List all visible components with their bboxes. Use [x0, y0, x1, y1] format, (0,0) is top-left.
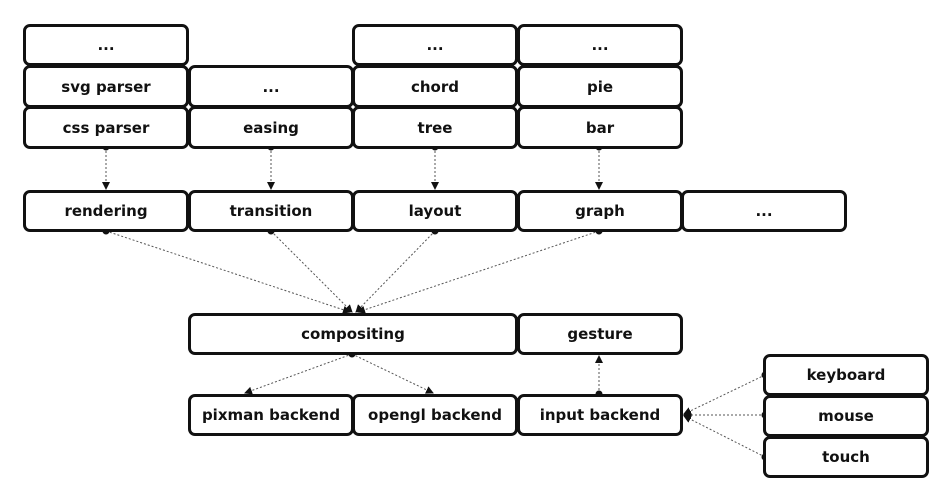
box-bar: bar: [517, 106, 683, 149]
box-ellipsis-col2: ...: [188, 65, 354, 108]
box-touch: touch: [763, 436, 929, 478]
box-tree: tree: [352, 106, 518, 149]
box-pixman-backend: pixman backend: [188, 394, 354, 436]
arrow-layout-to-compositing: [355, 230, 436, 313]
arrow-graph-to-compositing: [357, 230, 600, 314]
box-opengl-backend: opengl backend: [352, 394, 518, 436]
box-css-parser: css parser: [23, 106, 189, 149]
arrow-compositing-to-pixman: [244, 353, 353, 395]
box-ellipsis-col1: ...: [23, 24, 189, 66]
box-chord: chord: [352, 65, 518, 108]
box-rendering: rendering: [23, 190, 189, 232]
box-gesture: gesture: [517, 313, 683, 355]
box-graph: graph: [517, 190, 683, 232]
box-svg-parser: svg parser: [23, 65, 189, 108]
box-ellipsis-col5: ...: [681, 190, 847, 232]
arrow-keyboard-to-input: [683, 374, 766, 415]
box-ellipsis-col3: ...: [352, 24, 518, 66]
arrow-compositing-to-opengl: [351, 353, 434, 394]
box-layout: layout: [352, 190, 518, 232]
box-pie: pie: [517, 65, 683, 108]
arrow-transition-to-compositing: [270, 230, 353, 313]
box-transition: transition: [188, 190, 354, 232]
box-easing: easing: [188, 106, 354, 149]
box-compositing: compositing: [188, 313, 518, 355]
box-keyboard: keyboard: [763, 354, 929, 396]
box-mouse: mouse: [763, 395, 929, 437]
arrow-rendering-to-compositing: [105, 230, 351, 314]
box-ellipsis-col4: ...: [517, 24, 683, 66]
arrow-touch-to-input: [683, 415, 766, 458]
box-input-backend: input backend: [517, 394, 683, 436]
